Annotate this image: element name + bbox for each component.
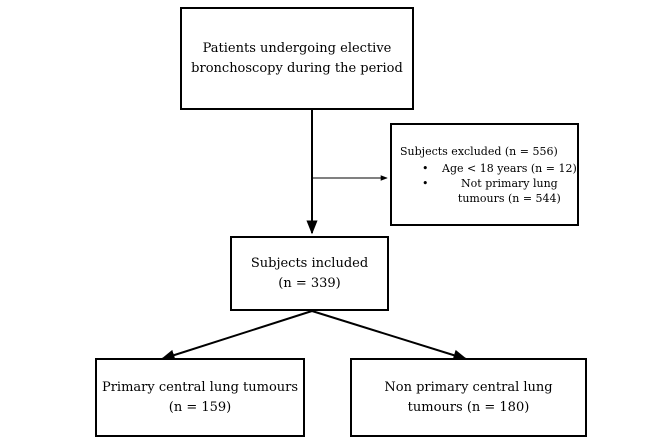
- nonprimary-line-2: tumours (n = 180): [407, 399, 530, 415]
- excluded-box: Subjects excluded (n = 556) • Age < 18 y…: [390, 123, 579, 226]
- bullet-icon: •: [422, 161, 429, 175]
- nonprimary-box: Non primary central lung tumours (n = 18…: [350, 358, 587, 437]
- arrow-included-to-primary: [160, 310, 313, 361]
- primary-line-2: (n = 159): [168, 399, 232, 415]
- patients-box: Patients undergoing elective bronchoscop…: [180, 7, 414, 110]
- exclusion-item-not-primary-line-1: Not primary lung: [461, 176, 558, 190]
- excluded-title: Subjects excluded (n = 556): [400, 144, 558, 158]
- exclusion-item-age-text: Age < 18 years (n = 12): [442, 161, 577, 175]
- exclusion-item-age: • Age < 18 years (n = 12): [400, 161, 577, 176]
- exclusion-list: • Age < 18 years (n = 12) • Not primary …: [400, 161, 577, 206]
- patients-line-1: Patients undergoing elective: [202, 40, 392, 56]
- patients-line-2: bronchoscopy during the period: [191, 60, 403, 76]
- included-box: Subjects included (n = 339): [230, 236, 389, 311]
- bullet-icon: •: [422, 176, 429, 190]
- exclusion-item-not-primary-line-2: tumours (n = 544): [457, 191, 561, 205]
- exclusion-item-not-primary: • Not primary lung tumours (n = 544): [400, 176, 577, 206]
- arrow-included-to-nonprimary: [311, 310, 468, 361]
- included-line-2: (n = 339): [278, 275, 341, 291]
- primary-box: Primary central lung tumours (n = 159): [95, 358, 305, 437]
- included-line-1: Subjects included: [250, 255, 369, 271]
- nonprimary-line-1: Non primary central lung: [384, 379, 553, 395]
- primary-line-1: Primary central lung tumours: [101, 379, 299, 395]
